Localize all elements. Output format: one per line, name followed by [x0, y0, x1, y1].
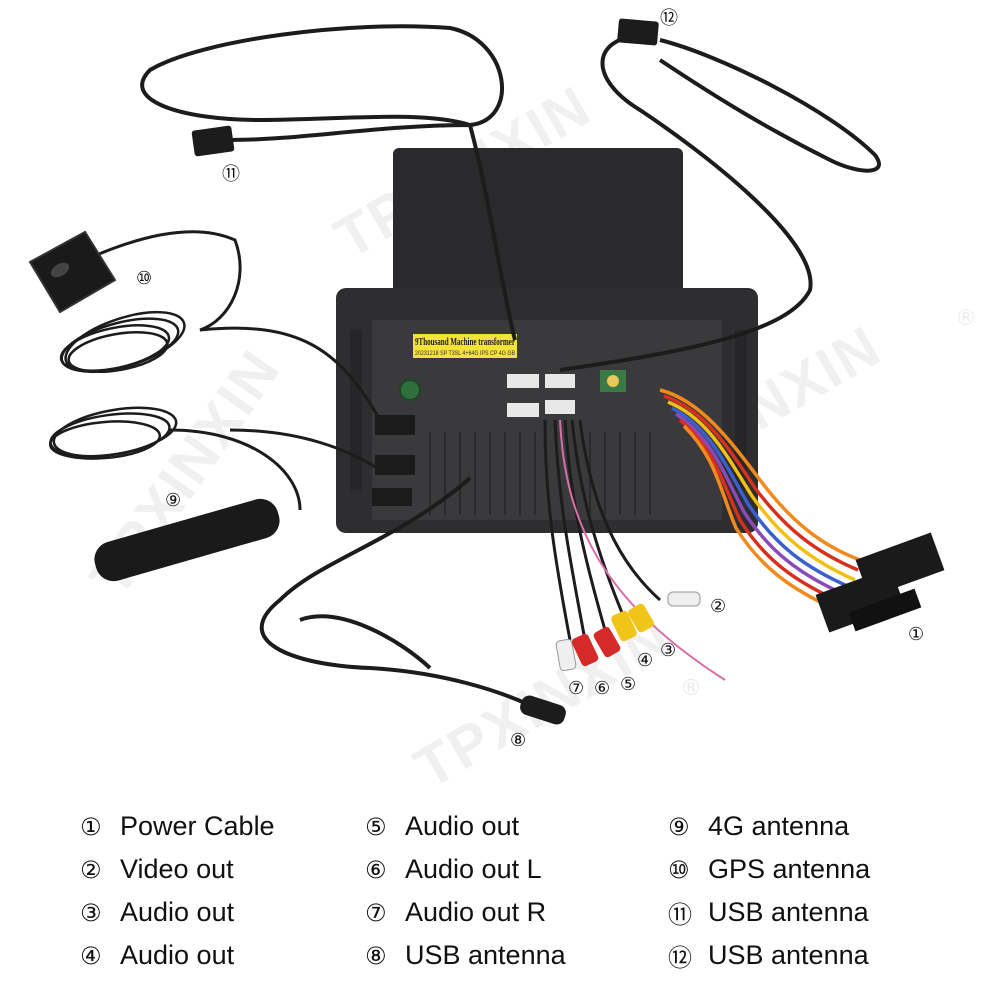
- legend: ① Power Cable ② Video out ③ Audio out ④ Audi…: [80, 805, 960, 980]
- callout-3: ③: [660, 640, 676, 661]
- gps-antenna-10: [28, 230, 382, 421]
- legend-label: Audio out: [405, 811, 520, 841]
- legend-label: Audio out L: [405, 854, 542, 884]
- legend-mark: ④: [80, 941, 102, 970]
- white-connector-2: [545, 374, 575, 388]
- gps-module: [28, 230, 117, 314]
- callout-11: ⑪: [222, 164, 240, 185]
- callout-4: ④: [637, 650, 653, 671]
- trademark-2: ®: [680, 676, 702, 701]
- legend-item: ⑧ USB antenna: [365, 934, 566, 977]
- usb-connector-8: [520, 695, 566, 725]
- legend-mark: ⑩: [668, 855, 690, 884]
- legend-mark: ⑦: [365, 898, 387, 927]
- legend-label: USB antenna: [708, 940, 869, 970]
- legend-item: ⑨ 4G antenna: [668, 805, 870, 848]
- rca-white-7: [555, 638, 577, 672]
- rca-plugs: [555, 591, 701, 672]
- callout-2: ②: [710, 596, 726, 617]
- legend-label: USB antenna: [405, 940, 566, 970]
- heat-sink: [429, 432, 651, 515]
- rca-yellow-3: [628, 603, 654, 633]
- rca-wires: [543, 419, 726, 681]
- legend-mark: ⑤: [365, 812, 387, 841]
- legend-item: ① Power Cable: [80, 805, 275, 848]
- legend-label: GPS antenna: [708, 854, 871, 884]
- unit-top-bracket: [393, 148, 683, 298]
- unit-label-sticker: [413, 334, 517, 358]
- rca-yellow-4: [611, 610, 637, 642]
- legend-column-1: ① Power Cable ② Video out ③ Audio out ④ Audi…: [80, 805, 275, 977]
- usb-connector-12: [617, 18, 659, 46]
- unit-label-line1: 9Thousand Machine transformer: [415, 337, 515, 348]
- legend-mark: ⑪: [668, 901, 692, 929]
- legend-item: ③ Audio out: [80, 891, 275, 934]
- trademark-1: ®: [955, 306, 977, 331]
- green-socket-left: [399, 379, 421, 401]
- legend-item: ⑥ Audio out L: [365, 848, 566, 891]
- white-connector-4: [545, 400, 575, 414]
- legend-label: 4G antenna: [708, 811, 850, 841]
- gps-cable-coil: [59, 310, 186, 374]
- callout-12: ⑫: [660, 8, 678, 29]
- legend-mark: ②: [80, 855, 102, 884]
- rca-red-6: [571, 633, 599, 667]
- legend-item: ⑪ USB antenna: [668, 891, 870, 934]
- power-connector: [815, 532, 945, 633]
- unit-label-line2: 20231218 SP T3SL 4+64G IPS CP 4G GB: [415, 351, 515, 357]
- legend-mark: ⑫: [668, 944, 692, 972]
- usb-antenna-cable-8: [259, 476, 541, 712]
- callout-9: ⑨: [165, 490, 181, 511]
- callout-8: ⑧: [510, 730, 526, 751]
- legend-item: ② Video out: [80, 848, 275, 891]
- white-connector-1: [507, 374, 539, 388]
- legend-item: ⑩ GPS antenna: [668, 848, 870, 891]
- legend-column-2: ⑤ Audio out ⑥ Audio out L ⑦ Audio out R ⑧ US…: [365, 805, 566, 977]
- legend-label: Audio out R: [405, 897, 547, 927]
- legend-mark: ⑨: [668, 812, 690, 841]
- usb-connector-11: [191, 125, 235, 157]
- legend-label: USB antenna: [708, 897, 869, 927]
- rca-red-5: [593, 626, 621, 658]
- legend-item: ⑦ Audio out R: [365, 891, 566, 934]
- 4g-antenna-body: [94, 498, 280, 582]
- callout-10: ⑩: [136, 268, 152, 289]
- callout-labels: ① ② ③ ④ ⑤ ⑥ ⑦ ⑧ ⑨ ⑩ ⑪ ⑫: [136, 8, 924, 751]
- legend-item: ⑫ USB antenna: [668, 934, 870, 977]
- legend-label: Video out: [120, 854, 234, 884]
- wiring-diagram: TPXINXIN TPXINXIN TPXINXIN TPXINXIN ® ® …: [28, 8, 977, 790]
- rca-video-2: [667, 591, 701, 607]
- legend-label: Audio out: [120, 940, 235, 970]
- legend-item: ④ Audio out: [80, 934, 275, 977]
- legend-label: Audio out: [120, 897, 235, 927]
- legend-mark: ①: [80, 812, 102, 841]
- legend-mark: ③: [80, 898, 102, 927]
- callout-1: ①: [908, 624, 924, 645]
- usb-antenna-cable-11: [140, 24, 517, 341]
- usb-antenna-cable-12: [559, 33, 881, 372]
- callout-6: ⑥: [594, 678, 610, 699]
- power-harness-1: [659, 388, 861, 614]
- callout-5: ⑤: [620, 674, 636, 695]
- legend-mark: ⑥: [365, 855, 387, 884]
- white-connector-3: [507, 403, 539, 417]
- 4g-cable-coil: [48, 406, 178, 460]
- legend-mark: ⑧: [365, 941, 387, 970]
- 4g-antenna-9: [48, 406, 381, 582]
- legend-item: ⑤ Audio out: [365, 805, 566, 848]
- callout-7: ⑦: [568, 678, 584, 699]
- legend-label: Power Cable: [120, 811, 275, 841]
